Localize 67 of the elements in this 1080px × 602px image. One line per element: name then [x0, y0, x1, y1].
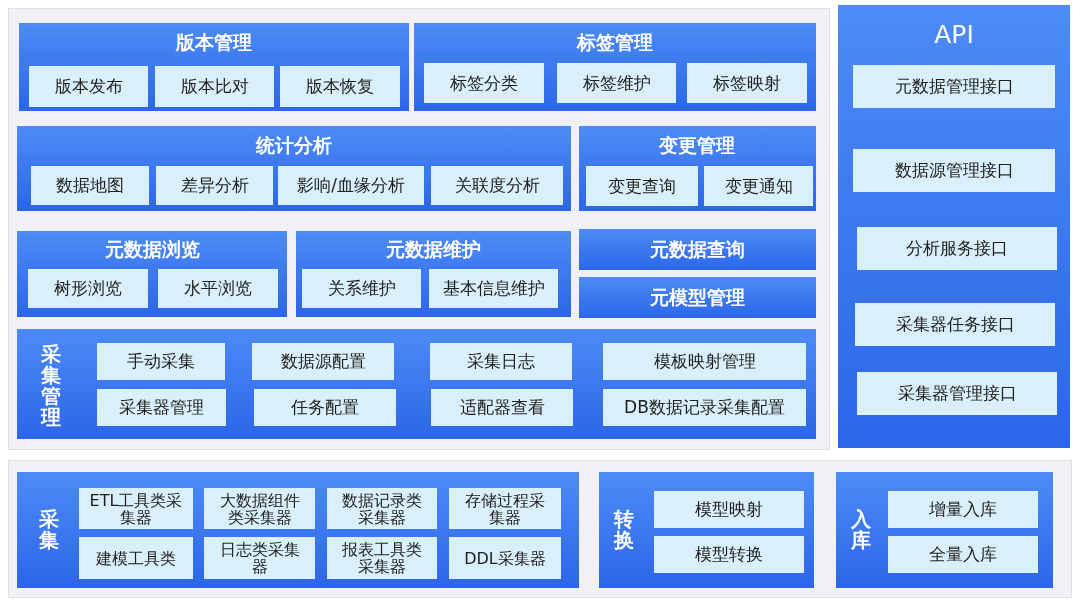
function-box: 模型映射 [654, 491, 804, 528]
function-box: 采集日志 [430, 343, 572, 380]
function-box: DDL采集器 [449, 537, 561, 579]
module-panel [17, 231, 287, 317]
function-box: 元数据管理接口 [853, 65, 1055, 108]
function-box: 变更通知 [704, 166, 813, 206]
vertical-title: 采集管理 [40, 344, 62, 428]
module-panel [414, 23, 816, 111]
function-box: 标签分类 [424, 63, 544, 103]
module-panel [17, 329, 816, 439]
function-box: 树形浏览 [28, 269, 148, 308]
function-box: 数据源管理接口 [853, 149, 1055, 192]
function-box: 采集器管理接口 [857, 372, 1057, 415]
function-box: 版本比对 [155, 66, 274, 107]
function-box: 模板映射管理 [603, 343, 806, 380]
module-panel [836, 472, 1053, 588]
function-box: 数据记录类采集器 [327, 488, 437, 529]
function-box: 存储过程采集器 [449, 488, 561, 529]
function-box: 模型转换 [654, 536, 804, 573]
function-box: 关系维护 [302, 269, 421, 308]
panel-title: 版本管理 [176, 31, 252, 53]
panel-title: 统计分析 [256, 134, 332, 156]
function-box: 报表工具类采集器 [327, 537, 437, 579]
module-panel [19, 23, 409, 111]
function-box: 手动采集 [97, 343, 225, 380]
function-box: 全量入库 [888, 536, 1038, 573]
module-bar: 元数据查询 [579, 229, 816, 270]
function-box: 数据地图 [31, 166, 149, 205]
function-box: 差异分析 [156, 166, 273, 205]
function-box: 大数据组件类采集器 [204, 488, 315, 529]
panel-title: 变更管理 [659, 134, 735, 156]
function-box: 建模工具类 [79, 537, 193, 579]
function-box: 数据源配置 [252, 343, 394, 380]
function-box: DB数据记录采集配置 [603, 389, 806, 426]
function-box: 采集器管理 [97, 389, 226, 426]
vertical-title: 转换 [613, 509, 635, 551]
panel-title: 元数据维护 [385, 238, 481, 260]
module-panel [296, 231, 571, 317]
function-box: 关联度分析 [431, 166, 563, 205]
function-box: 标签维护 [557, 63, 676, 103]
function-box: 版本发布 [29, 66, 148, 107]
function-box: 增量入库 [888, 491, 1038, 528]
module-panel [17, 472, 579, 588]
function-box: 影响/血缘分析 [278, 166, 424, 205]
function-box: 日志类采集器 [204, 537, 315, 579]
function-box: 任务配置 [254, 389, 396, 426]
panel-title: 标签管理 [577, 31, 653, 53]
panel-title: 元数据浏览 [104, 238, 200, 260]
module-bar: 元模型管理 [579, 277, 816, 318]
function-box: 适配器查看 [431, 389, 573, 426]
layer-panel [8, 8, 830, 450]
function-box: 变更查询 [586, 166, 698, 206]
vertical-title: 入库 [850, 509, 872, 551]
module-panel [17, 126, 571, 211]
panel-title: API [934, 21, 974, 49]
function-box: 版本恢复 [280, 66, 400, 107]
function-box: 采集器任务接口 [855, 303, 1055, 346]
module-panel [599, 472, 814, 588]
function-box: ETL工具类采集器 [79, 488, 193, 529]
function-box: 分析服务接口 [857, 227, 1057, 270]
vertical-title: 采集 [38, 509, 60, 551]
function-box: 标签映射 [687, 63, 807, 103]
module-panel [579, 126, 816, 211]
function-box: 水平浏览 [158, 269, 278, 308]
layer-panel [8, 460, 1072, 598]
function-box: 基本信息维护 [429, 269, 558, 308]
api-panel [838, 5, 1070, 448]
